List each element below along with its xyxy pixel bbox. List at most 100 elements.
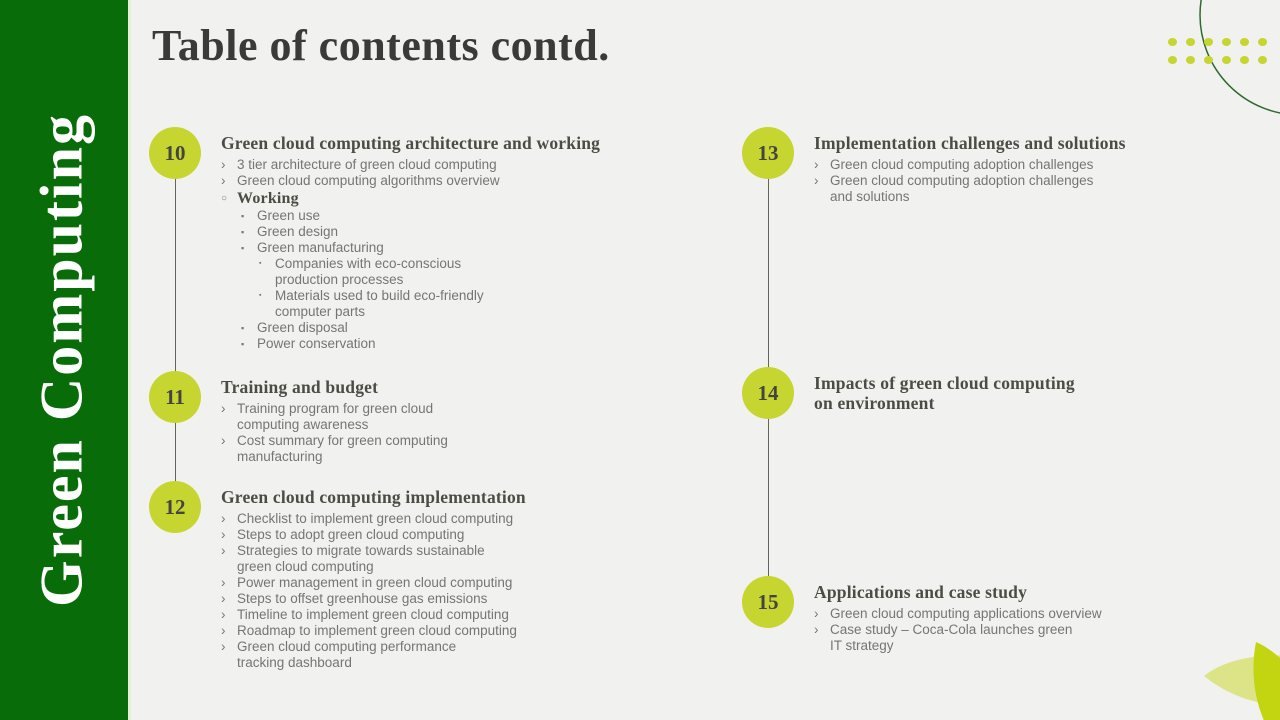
toc-section: 15 Applications and case study ›Green cl… — [742, 576, 1154, 654]
leaf-ornament — [1204, 642, 1280, 720]
section-item-list: › Training program for green cloud comput… — [221, 401, 601, 465]
timeline-connector-left — [175, 153, 176, 507]
section-number-badge: 13 — [742, 127, 794, 179]
vertical-title: Green Computing — [28, 113, 95, 607]
toc-entry-text: 3 tier architecture of green cloud compu… — [237, 157, 497, 172]
toc-entry: › Training program for green cloud comput… — [221, 401, 601, 433]
toc-entry: › Green cloud computing applications over… — [814, 606, 1154, 622]
chevron-bullet-icon: › — [221, 401, 226, 416]
section-title: Training and budget — [221, 377, 379, 397]
toc-entry-text: Roadmap to implement green cloud computi… — [237, 623, 517, 638]
section-item-list: › Green cloud computing applications over… — [814, 606, 1154, 654]
toc-section: 12 Green cloud computing implementation … — [149, 481, 601, 671]
toc-entry-text: Timeline to implement green cloud comput… — [237, 607, 509, 622]
chevron-bullet-icon: › — [221, 623, 226, 638]
dot-grid-ornament — [1163, 33, 1271, 69]
toc-entry: ▪ Power conservation — [221, 336, 601, 352]
square-bullet-icon: ▪ — [241, 339, 245, 349]
toc-entry: ▪ Green design — [221, 224, 601, 240]
toc-entry-text: Steps to offset greenhouse gas emissions — [237, 591, 488, 606]
square-bullet-icon: ▪ — [241, 323, 245, 333]
section-item-list: ›Green cloud computing adoption challeng… — [814, 157, 1154, 205]
toc-entry-text: Strategies to migrate towards sustainabl… — [237, 543, 485, 574]
toc-entry: ▪ Green disposal — [221, 320, 601, 336]
toc-entry-text: Working — [237, 190, 299, 207]
toc-entry-text: Case study – Coca-Cola launches green IT… — [830, 622, 1073, 653]
dot-icon — [1185, 38, 1195, 46]
section-item-list: › 3 tier architecture of green cloud comp… — [221, 157, 601, 352]
toc-entry: › Timeline to implement green cloud compu… — [221, 607, 601, 623]
toc-entry-text: Companies with eco-conscious production … — [275, 256, 462, 287]
toc-entry-text: Steps to adopt green cloud computing — [237, 527, 465, 542]
toc-entry: › Checklist to implement green cloud comp… — [221, 511, 601, 527]
toc-entry: ›Green cloud computing adoption challeng… — [814, 173, 1154, 205]
chevron-bullet-icon: › — [221, 575, 226, 590]
chevron-bullet-icon: › — [814, 622, 819, 637]
dot-icon — [1257, 56, 1267, 64]
toc-entry: ▪Green use — [221, 208, 601, 224]
section-content: Training and budget › Training program fo… — [221, 371, 601, 465]
toc-section: 14 Impacts of green cloud computing on e… — [742, 367, 1154, 419]
chevron-bullet-icon: › — [221, 591, 226, 606]
toc-entry: ›Green cloud computing performance track… — [221, 639, 601, 671]
section-content: Green cloud computing implementation ›Ch… — [221, 481, 601, 671]
toc-entry-text: Green use — [257, 208, 321, 223]
toc-entry: ›Green cloud computing adoption challeng… — [814, 157, 1154, 173]
toc-entry-text: Training program for green cloud computi… — [237, 401, 434, 432]
dot-icon — [1221, 56, 1231, 64]
toc-entry: ›Green cloud computing algorithms overvi… — [221, 173, 601, 189]
toc-entry: › Steps to offset greenhouse gas emission… — [221, 591, 601, 607]
toc-entry: › Steps to adopt green cloud computing — [221, 527, 601, 543]
chevron-bullet-icon: › — [814, 606, 819, 621]
section-content: Impacts of green cloud computing on envi… — [814, 367, 1154, 417]
toc-section: 11 Training and budget › Training program… — [149, 371, 601, 465]
section-content: Implementation challenges and solutions … — [814, 127, 1154, 205]
dot-icon — [1221, 38, 1231, 46]
chevron-bullet-icon: › — [221, 607, 226, 622]
dot-icon — [1239, 56, 1249, 64]
dot-icon — [1203, 38, 1213, 46]
dot-icon — [1239, 38, 1249, 46]
section-title: Green cloud computing architecture and w… — [221, 133, 601, 153]
chevron-bullet-icon: › — [814, 157, 819, 172]
section-content: Applications and case study ›Green cloud… — [814, 576, 1154, 654]
toc-entry-text: Green cloud computing performance tracki… — [237, 639, 457, 670]
chevron-bullet-icon: › — [221, 157, 226, 172]
toc-entry-text: Checklist to implement green cloud compu… — [237, 511, 514, 526]
chevron-bullet-icon: › — [814, 173, 819, 188]
toc-entry-text: Green design — [257, 224, 339, 239]
section-content: Green cloud computing architecture and w… — [221, 127, 601, 352]
section-title: Implementation challenges and solutions — [814, 133, 1126, 153]
toc-entry: › 3 tier architecture of green cloud comp… — [221, 157, 601, 173]
section-item-list: › Checklist to implement green cloud comp… — [221, 511, 601, 671]
square-bullet-icon: ▪ — [241, 227, 245, 237]
dot-icon — [1203, 56, 1213, 64]
toc-entry-text: Green disposal — [257, 320, 348, 335]
chevron-bullet-icon: › — [221, 511, 226, 526]
toc-entry: › Strategies to migrate towards sustainab… — [221, 543, 601, 575]
toc-entry: ○ Working — [221, 189, 601, 208]
dot-icon — [1185, 56, 1195, 64]
toc-entry: ›Cost summary for green computing manufa… — [221, 433, 601, 465]
dot-bullet-icon: ▪ — [259, 260, 262, 267]
toc-entry: › Power management in green cloud computi… — [221, 575, 601, 591]
section-number-badge: 12 — [149, 481, 201, 533]
dot-icon — [1167, 56, 1177, 64]
page-title: Table of contents contd. — [152, 21, 610, 70]
toc-entry: › Roadmap to implement green cloud comput… — [221, 623, 601, 639]
toc-entry-text: Power management in green cloud computin… — [237, 575, 513, 590]
sidebar: Green Computing — [0, 0, 131, 720]
section-number-badge: 11 — [149, 371, 201, 423]
toc-entry: ▪ Companies with eco-conscious production… — [221, 256, 601, 288]
chevron-bullet-icon: › — [221, 543, 226, 558]
chevron-bullet-icon: › — [221, 433, 226, 448]
toc-entry: ▪Green manufacturing — [221, 240, 601, 256]
toc-entry-text: Green cloud computing algorithms overvie… — [237, 173, 500, 188]
toc-entry-text: Green cloud computing applications overv… — [830, 606, 1102, 621]
circle-bullet-icon: ○ — [221, 193, 228, 204]
section-number-badge: 10 — [149, 127, 201, 179]
toc-entry: › Case study – Coca-Cola launches green I… — [814, 622, 1154, 654]
toc-entry-text: Power conservation — [257, 336, 376, 351]
chevron-bullet-icon: › — [221, 527, 226, 542]
dot-bullet-icon: ▪ — [259, 292, 262, 299]
